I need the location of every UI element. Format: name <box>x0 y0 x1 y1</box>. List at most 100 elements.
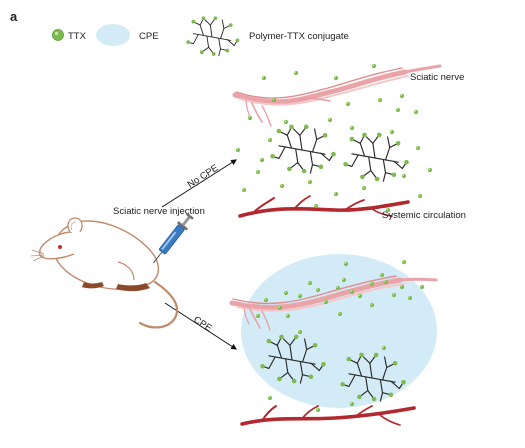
ttx-molecule <box>417 193 423 199</box>
ttx-molecule <box>315 407 321 413</box>
syringe-plunger <box>181 216 191 227</box>
ttx-molecule <box>297 293 303 299</box>
ttx-molecule <box>369 302 375 308</box>
legend-cpe-label: CPE <box>139 31 159 42</box>
mouse-whiskers <box>30 249 45 262</box>
ttx-molecule <box>241 187 247 193</box>
legend: TTX CPE Polymer-TTX conjugate <box>52 16 349 57</box>
ttx-molecule <box>267 137 273 143</box>
ttx-molecule <box>283 290 289 296</box>
ttx-molecule <box>399 284 405 290</box>
ttx-legend-dot <box>52 29 64 41</box>
ttx-molecule <box>247 115 253 121</box>
ttx-molecule <box>307 280 313 286</box>
ttx-molecule <box>315 287 321 293</box>
ttx-molecule <box>283 119 289 125</box>
ttx-molecule <box>383 279 389 285</box>
ttx-molecule <box>261 75 267 81</box>
injection-label: Sciatic nerve injection <box>113 206 205 217</box>
ttx-molecule <box>267 395 273 401</box>
ttx-molecule <box>335 285 341 291</box>
polymer-ttx-conjugate <box>270 124 336 174</box>
ttx-molecule <box>361 185 367 191</box>
ttx-molecule <box>277 305 283 311</box>
ttx-molecule <box>413 109 419 115</box>
legend-conjugate-label: Polymer-TTX conjugate <box>249 31 349 42</box>
panel-label: a <box>10 9 18 24</box>
ttx-molecule <box>271 97 277 103</box>
mouse-tail <box>138 280 179 329</box>
ttx-molecule <box>333 75 339 81</box>
ttx-molecule <box>255 313 261 319</box>
ttx-molecule <box>377 97 383 103</box>
polymer-conjugates-top <box>270 124 409 182</box>
mouse-ear <box>67 217 83 233</box>
polymer-ttx-conjugate <box>340 352 406 402</box>
ttx-molecule <box>293 70 299 76</box>
ttx-molecule <box>279 183 285 189</box>
sciatic-nerve-top <box>232 64 442 127</box>
blood-vessel-bottom <box>240 405 416 426</box>
ttx-molecule <box>389 129 395 135</box>
blood-vessel-top <box>238 195 410 218</box>
ttx-molecule <box>357 293 363 299</box>
cpe-panel <box>229 254 438 426</box>
mouse-hind-leg <box>117 261 135 281</box>
ttx-molecule <box>415 145 421 151</box>
polymer-ttx-conjugate <box>343 132 409 182</box>
legend-ttx-label: TTX <box>68 31 87 42</box>
sciatic-nerve-bottom <box>229 275 438 331</box>
ttx-molecule <box>349 289 355 295</box>
ttx-molecule <box>343 261 349 267</box>
no-cpe-panel: Sciatic nerve Systemic circulation <box>232 63 466 221</box>
systemic-circulation-label: Systemic circulation <box>382 210 466 221</box>
no-cpe-arrow <box>161 159 238 208</box>
syringe-barrel <box>159 224 185 255</box>
ttx-molecule <box>401 173 407 179</box>
mouse-head <box>38 231 75 260</box>
polymer-conjugates-bottom <box>260 334 406 402</box>
ttx-molecule <box>345 101 351 107</box>
ttx-molecules-top <box>235 63 433 213</box>
cpe-region <box>241 254 437 408</box>
ttx-molecule <box>307 179 313 185</box>
syringe-needle <box>152 251 163 264</box>
ttx-molecule <box>381 345 387 351</box>
mouse-hind-paw <box>116 283 150 292</box>
ttx-molecule <box>395 107 401 113</box>
polymer-ttx-conjugate <box>260 334 326 384</box>
ttx-molecule <box>327 117 333 123</box>
ttx-molecule <box>385 207 391 213</box>
syringe <box>152 212 194 264</box>
ttx-molecule <box>419 284 425 290</box>
syringe-plunger-cap <box>185 212 194 220</box>
mouse-ear-inner <box>70 221 77 231</box>
ttx-molecule <box>391 292 397 298</box>
cpe-arrow-label: CPE <box>191 314 213 334</box>
ttx-molecule <box>255 169 261 175</box>
no-cpe-arrow-label: No CPE <box>186 163 221 191</box>
mouse-eye <box>58 245 62 249</box>
mouse-front-paw <box>82 282 104 289</box>
ttx-molecule <box>263 297 269 303</box>
ttx-molecule <box>399 93 405 99</box>
ttx-molecule <box>341 277 347 283</box>
ttx-molecule <box>407 295 413 301</box>
ttx-molecule <box>349 401 355 407</box>
ttx-molecule <box>285 313 291 319</box>
ttx-molecule <box>401 259 407 265</box>
ttx-molecule <box>333 191 339 197</box>
ttx-molecule <box>427 167 433 173</box>
ttx-molecule <box>337 311 343 317</box>
polymer-legend-icon <box>186 16 240 57</box>
ttx-molecule <box>369 281 375 287</box>
syringe-shine <box>161 231 177 251</box>
ttx-molecules-bottom <box>255 259 425 413</box>
ttx-molecule <box>235 147 241 153</box>
ttx-molecule <box>313 203 319 209</box>
ttx-molecule <box>349 125 355 131</box>
ttx-molecule <box>259 157 265 163</box>
syringe-flange <box>176 221 188 231</box>
